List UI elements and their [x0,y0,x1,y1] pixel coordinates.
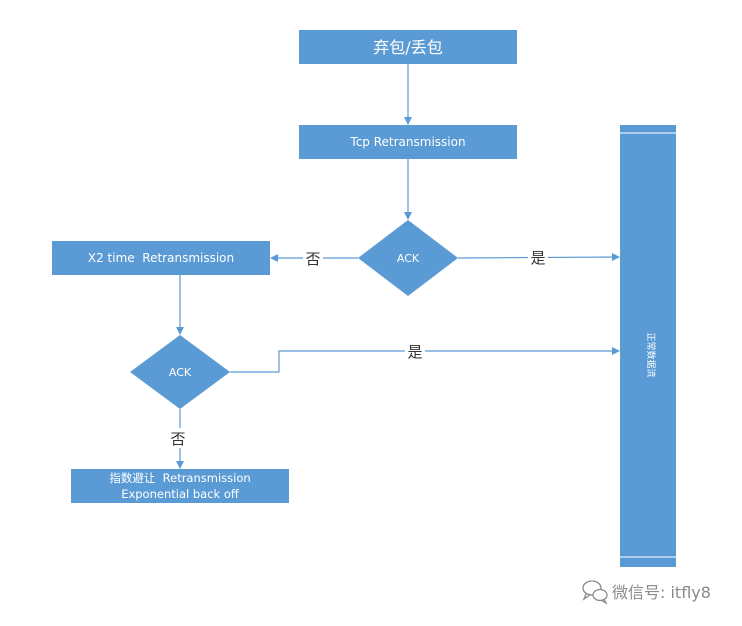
decision-ack-1-label: ACK [397,252,420,265]
decision-ack-1 [358,220,458,296]
node-x2-retransmission [52,241,270,275]
label-bg [528,247,548,267]
label-bg [405,341,425,361]
edge-label-ack1-yes: 是 [530,249,545,267]
edge-label-ack1-no: 否 [305,250,320,268]
node-packet-drop-label: 弃包/丢包 [373,38,442,57]
node-exponential-backoff-label-1: 指数避让 Retransmission [109,471,250,485]
wechat-icon [582,580,608,605]
node-tcp-retransmission [299,125,517,159]
node-exponential-backoff-label-2: Exponential back off [121,487,240,501]
label-bg [168,428,188,448]
node-normal-data-flow-label: 正常数据流 [645,332,657,377]
edge-label-ack2-no: 否 [170,430,185,448]
node-exponential-backoff [71,469,289,503]
watermark-text: 微信号: itfly8 [612,583,711,602]
node-normal-data-flow [620,125,676,567]
label-bg [303,248,323,268]
decision-ack-2-label: ACK [169,366,192,379]
edge-label-ack2-yes: 是 [407,343,422,361]
node-packet-drop [299,30,517,64]
node-x2-retransmission-label: X2 time Retransmission [88,251,234,265]
edge-ack2-yes [230,347,620,373]
node-tcp-retransmission-label: Tcp Retransmission [349,135,465,149]
decision-ack-2 [130,335,230,409]
